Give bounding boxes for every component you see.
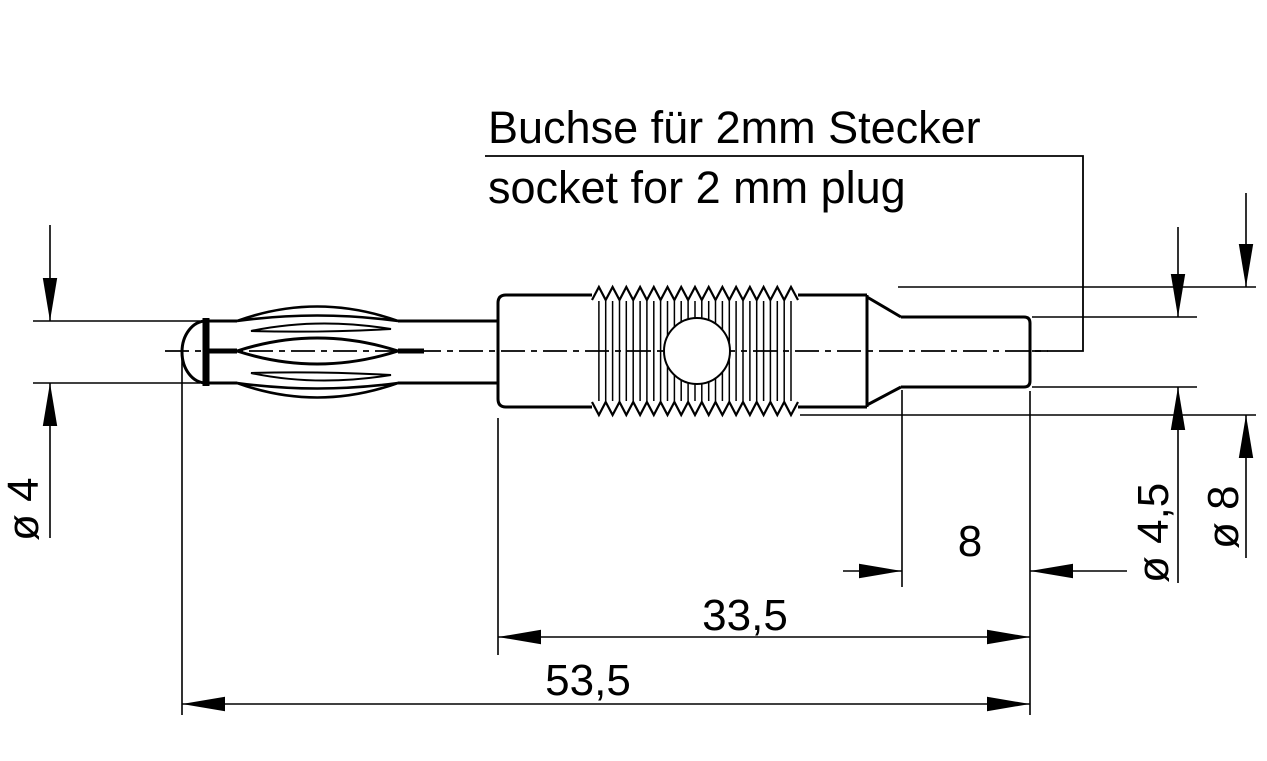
dim-text-total-length: 53,5 — [545, 656, 631, 705]
label-title-de: Buchse für 2mm Stecker — [488, 102, 981, 153]
plug-pin — [398, 319, 498, 385]
dimension-sleeve-length: 8 — [843, 390, 1127, 587]
plug-body-outline — [180, 284, 1032, 418]
dimension-total-length: 53,5 — [181, 358, 1031, 715]
arrowhead-right — [859, 563, 902, 579]
dimension-thread-diameter: ø 8 — [800, 193, 1256, 558]
dim-text-sleeve-diameter: ø 4,5 — [1129, 483, 1178, 583]
lamella-springs — [206, 305, 424, 399]
cross-hole — [663, 317, 731, 385]
rear-sleeve — [901, 315, 1032, 389]
arrowhead-down — [42, 278, 58, 321]
dim-text-pin-diameter: ø 4 — [0, 477, 48, 541]
leader-line — [485, 155, 1084, 352]
arrowhead-left — [498, 629, 541, 645]
arrowhead-down — [1238, 244, 1254, 287]
connector-body-right — [798, 293, 869, 409]
arrowhead-up — [42, 383, 58, 426]
arrowhead-right — [987, 629, 1030, 645]
arrowhead-up — [1170, 387, 1186, 430]
arrowhead-right — [987, 696, 1030, 712]
label-title-en: socket for 2 mm plug — [488, 162, 906, 213]
arrowhead-left — [1030, 563, 1073, 579]
dim-text-sleeve-length: 8 — [958, 517, 982, 566]
taper-section — [866, 295, 902, 407]
arrowhead-down — [1170, 274, 1186, 317]
dimension-pin-diameter: ø 4 — [0, 225, 200, 541]
dim-text-thread-diameter: ø 8 — [1199, 485, 1248, 549]
dim-text-body-length: 33,5 — [702, 591, 788, 640]
arrowhead-left — [182, 696, 225, 712]
dimension-body-length: 33,5 — [497, 418, 1030, 655]
dimension-sleeve-diameter: ø 4,5 — [1032, 227, 1197, 583]
connector-body-left — [496, 293, 592, 409]
socket-label: Buchse für 2mm Stecker socket for 2 mm p… — [485, 102, 1084, 352]
arrowhead-up — [1238, 415, 1254, 458]
